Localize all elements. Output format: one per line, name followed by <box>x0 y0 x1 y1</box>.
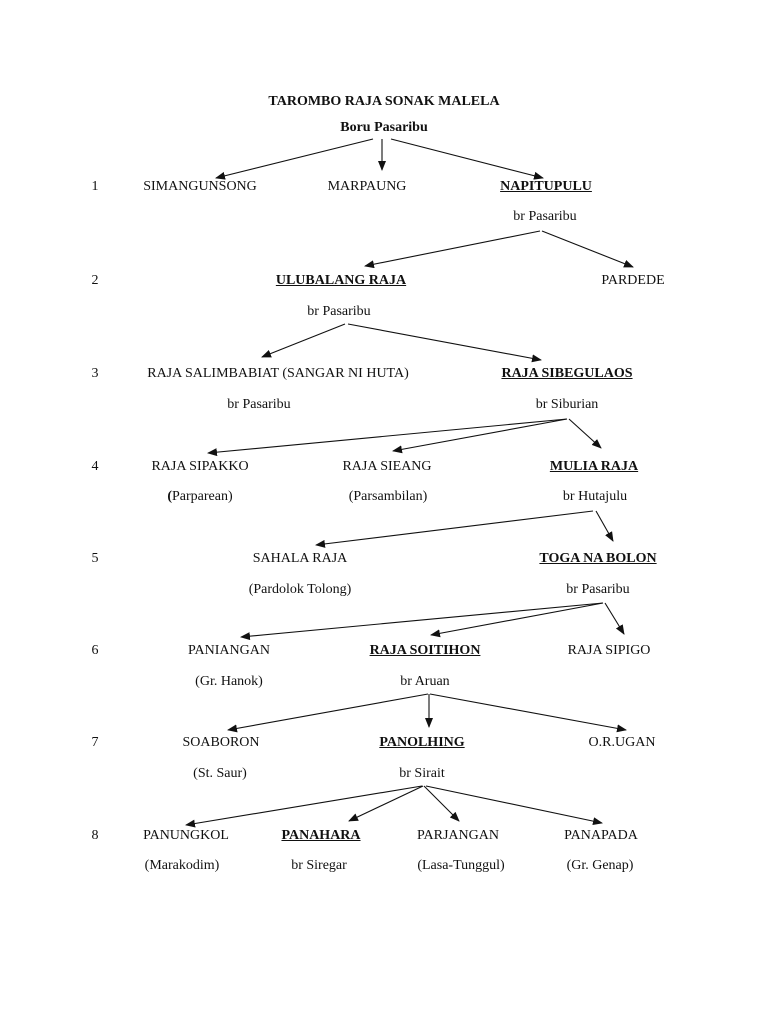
node-spouse: br Pasaribu <box>513 209 577 224</box>
arrow-napitupulu-to-ulubalang-raja <box>364 230 541 269</box>
node-name: SAHALA RAJA <box>252 551 348 566</box>
node-name: RAJA SIPAKKO <box>151 459 249 474</box>
node-subclan: (Marakodim) <box>144 858 220 873</box>
node-name-lineage: NAPITUPULU <box>500 179 592 194</box>
node-spouse: br Siregar <box>291 858 347 873</box>
node-subclan: (Parsambilan) <box>348 489 428 504</box>
arrow-ulubalang-to-sibegulaos <box>347 323 542 363</box>
arrow-panolhing-to-panahara <box>348 785 424 822</box>
node-subclan-text: Parparean) <box>172 489 233 504</box>
arrow-panolhing-to-panungkol <box>185 785 423 828</box>
node-spouse: br Aruan <box>400 674 450 689</box>
arrow-root-to-napitupulu <box>390 138 544 180</box>
node-name: PARJANGAN <box>417 828 499 843</box>
arrow-soitihon-to-soaboron <box>227 693 429 733</box>
node-spouse: br Hutajulu <box>562 489 628 504</box>
node-name: O.R.UGAN <box>588 735 656 750</box>
node-name: PARDEDE <box>601 273 665 288</box>
arrow-sibegulaos-to-sieang <box>392 418 568 454</box>
diagram-title: TAROMBO RAJA SONAK MALELA <box>268 94 500 109</box>
generation-number-6: 6 <box>91 643 99 658</box>
node-subclan: (Parparean) <box>167 489 232 505</box>
node-spouse: br Pasaribu <box>307 304 371 319</box>
node-name-lineage: RAJA SOITIHON <box>369 643 481 658</box>
node-subclan-open-paren: ( <box>167 489 173 504</box>
node-name: PANAPADA <box>564 828 638 843</box>
arrow-mulia-raja-to-toga-na-bolon <box>595 510 614 542</box>
node-name: PANIANGAN <box>188 643 270 658</box>
node-name: RAJA SIEANG <box>342 459 432 474</box>
generation-number-5: 5 <box>91 551 99 566</box>
arrow-panolhing-to-panapada <box>425 785 603 826</box>
arrow-root-to-simangunsong <box>215 138 374 180</box>
node-subclan: (Gr. Hanok) <box>195 674 263 689</box>
node-name: SIMANGUNSONG <box>143 179 257 194</box>
generation-number-4: 4 <box>91 459 99 474</box>
node-name-lineage: TOGA NA BOLON <box>539 551 657 566</box>
node-subclan: (Lasa-Tunggul) <box>417 858 505 873</box>
node-name-lineage: ULUBALANG RAJA <box>275 273 407 288</box>
node-spouse: br Siburian <box>535 397 599 412</box>
arrow-soitihon-to-orugan <box>429 693 627 733</box>
node-name: RAJA SIPIGO <box>567 643 651 658</box>
node-name: SOABORON <box>182 735 260 750</box>
node-spouse: br Pasaribu <box>227 397 291 412</box>
arrow-napitupulu-to-pardede <box>541 230 634 268</box>
arrow-toga-to-sipigo <box>604 602 625 635</box>
node-subclan: (Gr. Genap) <box>566 858 634 873</box>
root-label: Boru Pasaribu <box>340 120 428 135</box>
arrow-sibegulaos-to-sipakko <box>207 418 568 457</box>
node-name-lineage: PANOLHING <box>379 735 465 750</box>
node-name-lineage: RAJA SIBEGULAOS <box>501 366 633 381</box>
node-name: MARPAUNG <box>327 179 407 194</box>
node-name: PANUNGKOL <box>143 828 229 843</box>
arrow-toga-to-paniangan <box>240 602 604 641</box>
generation-number-2: 2 <box>91 273 99 288</box>
generation-number-1: 1 <box>91 179 99 194</box>
generation-number-3: 3 <box>91 366 99 381</box>
node-subclan: (Pardolok Tolong) <box>248 582 352 597</box>
node-subclan: (St. Saur) <box>193 766 247 781</box>
arrow-ulubalang-to-salimbabiat <box>261 323 346 358</box>
arrow-panolhing-to-parjangan <box>423 785 460 822</box>
node-name-lineage: MULIA RAJA <box>549 459 639 474</box>
arrow-sibegulaos-to-mulia-raja <box>568 418 602 449</box>
arrow-mulia-raja-to-sahala-raja <box>315 510 594 548</box>
node-spouse: br Pasaribu <box>566 582 630 597</box>
node-name-lineage: PANAHARA <box>281 828 361 843</box>
generation-number-8: 8 <box>91 828 99 843</box>
generation-number-7: 7 <box>91 735 99 750</box>
arrow-toga-to-soitihon <box>430 602 604 638</box>
connector-arrows <box>185 138 634 828</box>
node-spouse: br Sirait <box>399 766 445 781</box>
node-name: RAJA SALIMBABIAT (SANGAR NI HUTA) <box>147 366 409 381</box>
